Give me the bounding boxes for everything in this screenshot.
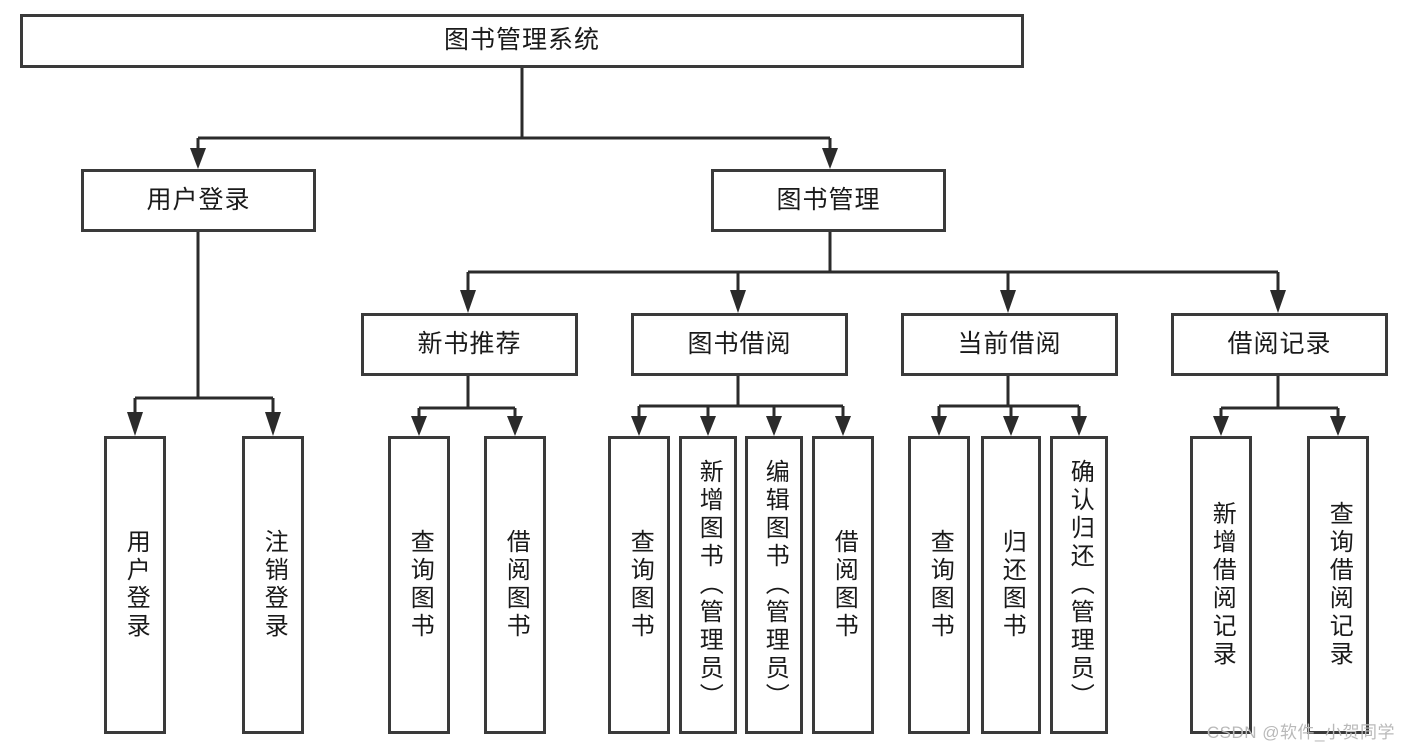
node-leaf-borrow-book-2-label: 借阅图书 bbox=[830, 529, 858, 641]
node-current-borrow-label: 当前借阅 bbox=[957, 329, 1062, 358]
node-leaf-query-book-3-label: 查询图书 bbox=[926, 529, 954, 641]
node-leaf-edit-book[interactable]: 编辑图书（管理员） bbox=[745, 436, 803, 734]
node-new-book-rec-label: 新书推荐 bbox=[417, 329, 522, 358]
node-leaf-borrow-book-1[interactable]: 借阅图书 bbox=[484, 436, 546, 734]
node-leaf-logout[interactable]: 注销登录 bbox=[242, 436, 304, 734]
node-leaf-return-book[interactable]: 归还图书 bbox=[981, 436, 1041, 734]
node-book-manage[interactable]: 图书管理 bbox=[711, 169, 946, 232]
edge-userlogin-to-leaves bbox=[127, 232, 281, 436]
node-root-label: 图书管理系统 bbox=[443, 26, 600, 55]
watermark: CSDN @软件_小贺同学 bbox=[1206, 723, 1395, 742]
node-leaf-user-login[interactable]: 用户登录 bbox=[104, 436, 166, 734]
edge-bookborrow-to-leaves bbox=[631, 376, 851, 436]
node-leaf-edit-book-label: 编辑图书（管理员） bbox=[761, 459, 789, 711]
node-new-book-rec[interactable]: 新书推荐 bbox=[361, 313, 578, 376]
node-leaf-confirm-return-label: 确认归还（管理员） bbox=[1066, 459, 1094, 711]
node-borrow-record[interactable]: 借阅记录 bbox=[1171, 313, 1388, 376]
node-book-borrow[interactable]: 图书借阅 bbox=[631, 313, 848, 376]
node-borrow-record-label: 借阅记录 bbox=[1227, 329, 1332, 358]
node-leaf-add-record-label: 新增借阅记录 bbox=[1208, 501, 1236, 669]
edge-bookmanage-to-level3 bbox=[460, 232, 1286, 313]
node-leaf-query-book-1-label: 查询图书 bbox=[406, 529, 434, 641]
edge-newbook-to-leaves bbox=[411, 376, 523, 436]
node-leaf-borrow-book-2[interactable]: 借阅图书 bbox=[812, 436, 874, 734]
node-book-manage-label: 图书管理 bbox=[776, 185, 881, 214]
node-leaf-query-book-2-label: 查询图书 bbox=[626, 529, 654, 641]
node-leaf-query-record[interactable]: 查询借阅记录 bbox=[1307, 436, 1369, 734]
node-current-borrow[interactable]: 当前借阅 bbox=[901, 313, 1118, 376]
node-leaf-query-book-2[interactable]: 查询图书 bbox=[608, 436, 670, 734]
node-leaf-add-record[interactable]: 新增借阅记录 bbox=[1190, 436, 1252, 734]
edge-borrowrecord-to-leaves bbox=[1213, 376, 1346, 436]
node-user-login-label: 用户登录 bbox=[146, 185, 251, 214]
node-user-login[interactable]: 用户登录 bbox=[81, 169, 316, 232]
node-leaf-query-book-3[interactable]: 查询图书 bbox=[908, 436, 970, 734]
edge-root-to-level2 bbox=[190, 68, 838, 169]
node-leaf-confirm-return[interactable]: 确认归还（管理员） bbox=[1050, 436, 1108, 734]
edge-currentborrow-to-leaves bbox=[931, 376, 1087, 436]
node-leaf-logout-label: 注销登录 bbox=[260, 529, 288, 641]
node-root[interactable]: 图书管理系统 bbox=[20, 14, 1024, 68]
node-leaf-user-login-label: 用户登录 bbox=[122, 529, 150, 641]
node-leaf-add-book[interactable]: 新增图书（管理员） bbox=[679, 436, 737, 734]
node-leaf-borrow-book-1-label: 借阅图书 bbox=[502, 529, 530, 641]
node-leaf-return-book-label: 归还图书 bbox=[998, 529, 1026, 641]
node-leaf-query-record-label: 查询借阅记录 bbox=[1325, 501, 1353, 669]
node-book-borrow-label: 图书借阅 bbox=[687, 329, 792, 358]
node-leaf-query-book-1[interactable]: 查询图书 bbox=[388, 436, 450, 734]
node-leaf-add-book-label: 新增图书（管理员） bbox=[695, 459, 723, 711]
